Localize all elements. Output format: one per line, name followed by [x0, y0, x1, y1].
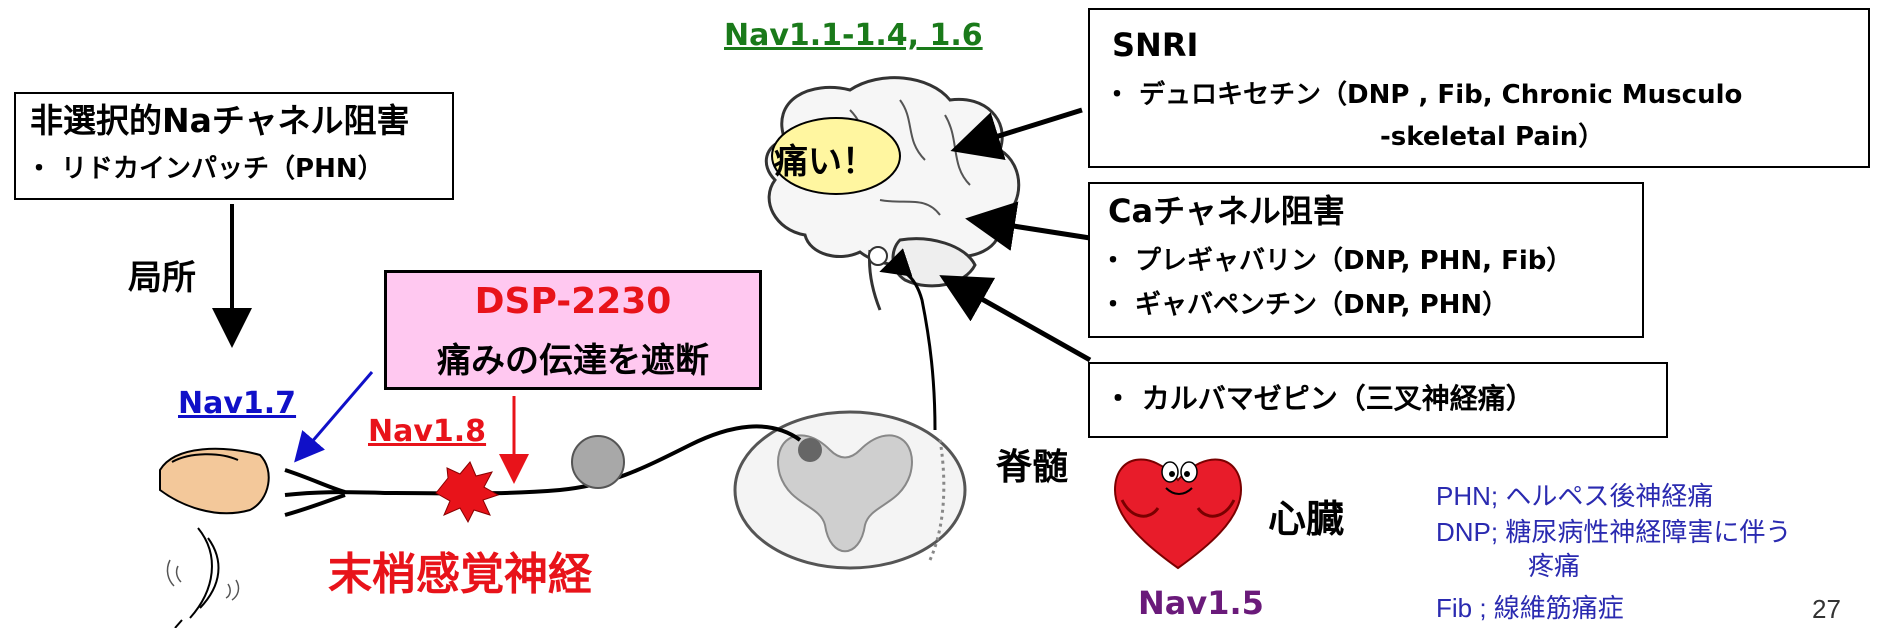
- spinal-cord-icon: [733, 410, 967, 570]
- nav18-label: Nav1.8: [368, 414, 487, 449]
- nav17-label: Nav1.7: [178, 386, 297, 421]
- left-drug-box: 非選択的Naチャネル阻害 ・ リドカインパッチ（PHN）: [14, 92, 454, 200]
- snri-title: SNRI: [1112, 26, 1199, 64]
- feather-icon: [166, 527, 240, 628]
- legend-phn: PHN; ヘルペス後神経痛: [1436, 481, 1714, 511]
- ascending-nerve: [879, 248, 937, 431]
- dsp-box: DSP-2230 痛みの伝達を遮断: [384, 270, 762, 390]
- snri-line2: -skeletal Pain）: [1380, 122, 1605, 152]
- dsp-desc: 痛みの伝達を遮断: [437, 341, 709, 381]
- arrow-snri: [950, 107, 1083, 160]
- arrow-ca: [965, 201, 1091, 251]
- left-box-title: 非選択的Naチャネル阻害: [30, 101, 410, 140]
- ca-box: Caチャネル阻害 ・ プレギャバリン（DNP, PHN, Fib） ・ ギャバペ…: [1088, 182, 1644, 338]
- arrow-carba: [939, 275, 1092, 363]
- pain-ellipse: [771, 117, 901, 195]
- snri-line1: ・ デュロキセチン（DNP , Fib, Chronic Musculo: [1104, 80, 1743, 110]
- ca-item1: ・ プレギャバリン（DNP, PHN, Fib）: [1100, 246, 1573, 276]
- carbamazepine-box: ・ カルバマゼピン（三叉神経痛）: [1088, 362, 1668, 438]
- top-nav-label: Nav1.1-1.4, 1.6: [724, 18, 983, 53]
- ganglion-icon: [571, 435, 625, 489]
- peripheral-nerve: [284, 424, 802, 497]
- legend-dnp-line1: DNP; 糖尿病性神経障害に伴う: [1436, 517, 1792, 547]
- nav15-label: Nav1.5: [1138, 584, 1264, 622]
- carba-item: ・ カルバマゼピン（三叉神経痛）: [1104, 382, 1534, 415]
- finger-icon: [159, 447, 270, 515]
- dsp-name: DSP-2230: [474, 281, 672, 322]
- snri-box: SNRI ・ デュロキセチン（DNP , Fib, Chronic Muscul…: [1088, 8, 1870, 168]
- legend-dnp-line2: 疼痛: [1528, 551, 1581, 581]
- ca-title: Caチャネル阻害: [1108, 192, 1345, 230]
- ca-item2: ・ ギャバペンチン（DNP, PHN）: [1100, 290, 1509, 320]
- heart-label: 心臓: [1268, 497, 1345, 541]
- left-box-item: ・ リドカインパッチ（PHN）: [26, 154, 384, 184]
- arrow-nav17: [294, 371, 374, 463]
- heart-icon: [1113, 458, 1243, 570]
- peripheral-nerve-label: 末梢感覚神経: [328, 549, 592, 600]
- starburst-icon: [435, 461, 500, 524]
- brain-pain-label: 痛い！: [774, 142, 876, 182]
- page-number: 27: [1812, 594, 1841, 624]
- brain-icon: [764, 76, 1021, 311]
- local-label: 局所: [128, 258, 196, 298]
- spinal-cord-label: 脊髄: [996, 447, 1069, 488]
- legend-fib: Fib ; 線維筋痛症: [1436, 593, 1624, 623]
